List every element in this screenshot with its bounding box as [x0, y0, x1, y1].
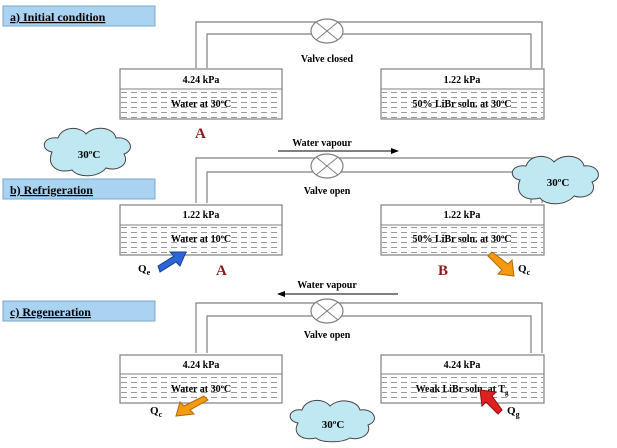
section-b-letter-b: B — [438, 263, 448, 279]
section-b-cloud-right: 30ºC — [511, 155, 599, 205]
section-b-valve-icon — [310, 153, 344, 179]
section-c-right-content: Weak LiBr soln. at Tg — [416, 384, 509, 397]
section-b-valve-label: Valve open — [304, 186, 351, 197]
section-b-right-pressure: 1.22 kPa — [444, 210, 481, 221]
section-a-left-content: Water at 30ºC — [171, 99, 231, 110]
section-c-valve-icon — [310, 298, 344, 324]
section-c-qg-label: Qg — [507, 405, 520, 419]
section-c: Water vapour c) Regeneration Valve open … — [2, 280, 545, 443]
section-c-heading-box — [2, 300, 156, 322]
section-a-left-pressure: 4.24 kPa — [183, 75, 220, 86]
section-b-left-tank: 1.22 kPa Water at 10ºC — [119, 204, 283, 256]
section-b-letter-a: A — [216, 263, 227, 279]
section-b: 30ºC Water vapour b) Refrigeration Valve… — [2, 127, 599, 279]
section-b-right-content: 50% LiBr soln. at 30ºC — [413, 234, 512, 245]
section-a-valve-icon — [310, 18, 344, 44]
section-c-right-tank: 4.24 kPa Weak LiBr soln. at Tg — [380, 354, 545, 404]
section-b-cloud-right-label: 30ºC — [547, 177, 570, 189]
section-c-qg-arrow-icon — [479, 389, 503, 415]
section-c-valve-label: Valve open — [304, 330, 351, 341]
section-c-left-content: Water at 30ºC — [171, 384, 231, 395]
section-b-qe-arrow-icon — [157, 251, 187, 273]
section-c-qc-arrow-icon — [175, 395, 209, 417]
section-a-right-tank: 1.22 kPa 50% LiBr soln. at 30ºC — [380, 68, 545, 120]
section-a: a) Initial condition Valve closed 4.24 k… — [2, 5, 545, 142]
section-a-right-content: 50% LiBr soln. at 30ºC — [413, 99, 512, 110]
section-a-left-tank: 4.24 kPa Water at 30ºC — [119, 68, 283, 120]
section-b-pipe — [195, 157, 543, 203]
section-b-right-tank: 1.22 kPa 50% LiBr soln. at 30ºC — [380, 204, 545, 256]
section-b-cloud-left-label: 30ºC — [78, 149, 101, 161]
section-c-left-pressure: 4.24 kPa — [183, 360, 220, 371]
section-c-qc-label: Qc — [150, 405, 163, 419]
section-b-qc-label: Qc — [518, 263, 531, 277]
section-b-qe-label: Qe — [138, 263, 151, 277]
section-b-left-pressure: 1.22 kPa — [183, 210, 220, 221]
section-a-pipe — [195, 21, 543, 68]
section-c-left-tank: 4.24 kPa Water at 30ºC — [119, 354, 283, 404]
section-b-qc-arrow-icon — [487, 251, 515, 277]
section-a-valve-label: Valve closed — [301, 54, 354, 65]
section-c-cloud: 30ºC — [289, 400, 375, 443]
section-c-cloud-label: 30ºC — [322, 419, 345, 431]
section-b-heading-box — [2, 178, 156, 200]
section-c-right-pressure: 4.24 kPa — [444, 360, 481, 371]
section-c-flow-label: Water vapour — [297, 280, 357, 291]
section-a-letter-a: A — [195, 126, 206, 142]
section-c-heading: c) Regeneration — [10, 305, 91, 319]
section-b-flow-label: Water vapour — [292, 138, 352, 149]
section-b-heading: b) Refrigeration — [10, 183, 93, 197]
section-a-heading: a) Initial condition — [10, 10, 106, 24]
section-a-right-pressure: 1.22 kPa — [444, 75, 481, 86]
section-b-left-content: Water at 10ºC — [171, 234, 231, 245]
section-c-pipe — [195, 302, 543, 353]
section-a-heading-box — [2, 5, 156, 27]
section-b-cloud-left: 30ºC — [43, 127, 131, 177]
